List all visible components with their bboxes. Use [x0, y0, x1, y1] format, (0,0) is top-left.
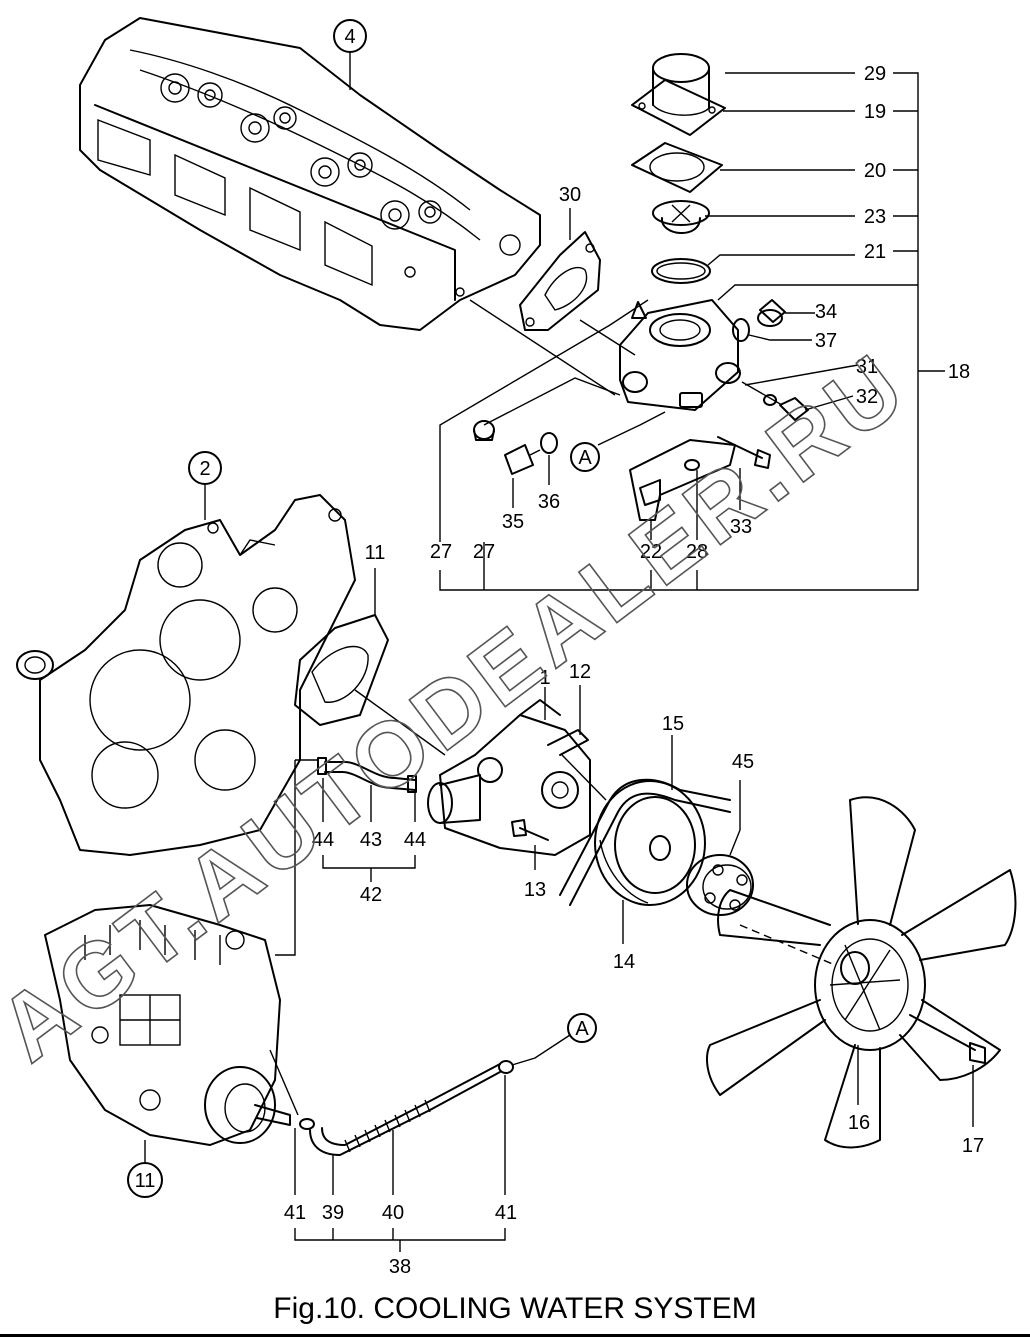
callout-32: 32: [856, 386, 878, 408]
callout-34: 34: [815, 301, 837, 323]
callout-35: 35: [502, 511, 524, 533]
callout-27: 27: [430, 541, 452, 563]
assembly-number: 4: [344, 26, 355, 48]
callout-21: 21: [864, 241, 886, 263]
outlet-gasket-drawing: [519, 231, 601, 331]
callout-38: 38: [389, 1256, 411, 1278]
callout-13: 13: [524, 879, 546, 901]
callout-27: 27: [473, 541, 495, 563]
thermostat-housing-drawing: [473, 53, 809, 521]
gear-case-drawing: [16, 494, 356, 856]
callout-19: 19: [864, 101, 886, 123]
callout-41: 41: [284, 1202, 306, 1224]
callout-29: 29: [864, 63, 886, 85]
callout-43: 43: [360, 829, 382, 851]
assembly-label-pump: 11: [127, 1162, 163, 1198]
callout-16: 16: [848, 1112, 870, 1134]
callout-18: 18: [948, 361, 970, 383]
alignment-dashes: [354, 299, 836, 966]
watermark-text: AGT.AUTODEALER.RU: [0, 333, 926, 1081]
leader-lines: [144, 52, 974, 1252]
callout-31: 31: [856, 356, 878, 378]
assembly-number: 11: [135, 1170, 156, 1192]
callout-12: 12: [569, 661, 591, 683]
flag-label-top: A: [570, 442, 600, 472]
callout-20: 20: [864, 160, 886, 182]
flag-letter: A: [575, 1018, 589, 1040]
cylinder-head-drawing: [79, 17, 541, 331]
assembly-label-head: 4: [333, 19, 367, 53]
callout-17: 17: [962, 1135, 984, 1157]
hose-assembly-drawing: [299, 1060, 514, 1156]
callout-numbers: 29 19 20 23 21 34 37 31 32 18 30 35 36 3…: [284, 63, 984, 1278]
callout-40: 40: [382, 1202, 404, 1224]
callout-1: 1: [539, 667, 550, 689]
callout-33: 33: [730, 516, 752, 538]
water-pump-drawing: [317, 699, 591, 856]
assembly-number: 2: [199, 458, 210, 480]
callout-15: 15: [662, 713, 684, 735]
pump-gasket-drawing: [294, 614, 389, 726]
flag-label-bottom: A: [567, 1013, 597, 1043]
callout-37: 37: [815, 330, 837, 352]
callout-28: 28: [686, 541, 708, 563]
cooling-fan-drawing: [706, 796, 1017, 1149]
callout-44: 44: [312, 829, 334, 851]
callout-41: 41: [495, 1202, 517, 1224]
callout-42: 42: [360, 884, 382, 906]
callout-36: 36: [538, 491, 560, 513]
watermark: AGT.AUTODEALER.RU: [0, 332, 927, 1081]
callout-23: 23: [864, 206, 886, 228]
assembly-label-gearcase: 2: [188, 451, 222, 485]
callout-22: 22: [640, 541, 662, 563]
figure-caption: Fig.10. COOLING WATER SYSTEM: [273, 1292, 757, 1325]
v-belt-and-pulley-drawing: [559, 778, 731, 906]
callout-11: 11: [365, 542, 386, 564]
callout-30: 30: [559, 184, 581, 206]
flag-letter: A: [578, 447, 592, 469]
callout-39: 39: [322, 1202, 344, 1224]
callout-14: 14: [613, 951, 635, 973]
callout-45: 45: [732, 751, 754, 773]
fan-spacer-drawing: [686, 854, 754, 916]
callout-44: 44: [404, 829, 426, 851]
bottom-rule: [0, 1334, 1030, 1337]
injection-pump-drawing: [44, 904, 291, 1146]
